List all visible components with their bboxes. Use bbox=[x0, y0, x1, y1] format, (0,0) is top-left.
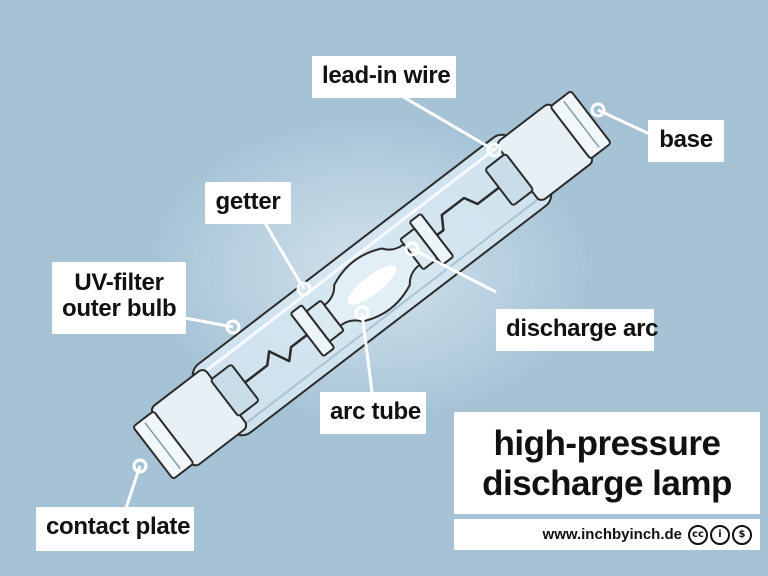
by-icon: i bbox=[710, 524, 730, 545]
credit-link[interactable]: www.inchbyinch.de bbox=[542, 526, 682, 543]
discharge-arc-glow bbox=[347, 265, 397, 305]
label-getter: getter bbox=[205, 182, 291, 224]
lead-in-wire-right bbox=[434, 186, 500, 238]
arc-tube-dot bbox=[354, 305, 370, 321]
nc-icon: $ bbox=[732, 524, 752, 545]
page-title: high-pressure discharge lamp bbox=[454, 412, 760, 514]
label-uv-filter: UV-filter outer bulb bbox=[52, 262, 186, 334]
lamp bbox=[133, 91, 611, 479]
label-discharge-arc: discharge arc bbox=[496, 309, 658, 351]
credit-bar: www.inchbyinch.de cc i $ bbox=[454, 519, 760, 550]
lead-in-wire-dot bbox=[486, 142, 502, 158]
license-icons: cc i $ bbox=[688, 524, 752, 545]
pointer-lines bbox=[124, 93, 655, 509]
label-contact-plate: contact plate bbox=[36, 507, 194, 551]
pointer-dots bbox=[132, 102, 606, 474]
label-arc-tube: arc tube bbox=[320, 392, 426, 434]
base-dot bbox=[590, 102, 606, 118]
uv-filter-dot bbox=[225, 319, 241, 335]
getter-dot bbox=[296, 281, 312, 297]
cc-icon: cc bbox=[688, 524, 708, 545]
title-line-1: high-pressure bbox=[493, 424, 721, 463]
lead-in-wire-left bbox=[244, 332, 310, 384]
title-line-2: discharge lamp bbox=[482, 464, 732, 503]
label-lead-in-wire: lead-in wire bbox=[312, 56, 456, 98]
discharge-arc-dot bbox=[404, 241, 420, 257]
contact-plate-dot bbox=[132, 458, 148, 474]
label-base: base bbox=[648, 120, 724, 162]
